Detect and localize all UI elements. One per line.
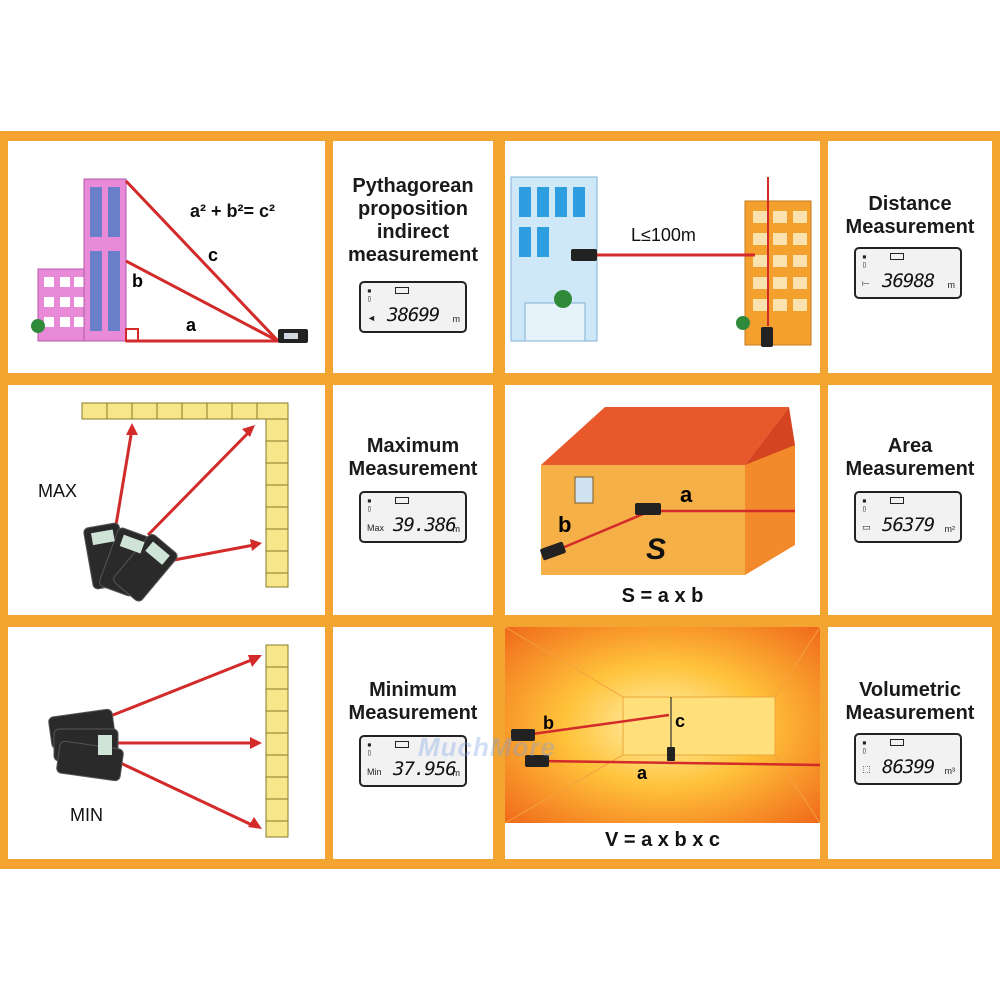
label-s: S	[646, 533, 667, 566]
lcd-prefix: ◄	[367, 313, 376, 323]
lcd-unit: m	[947, 280, 956, 290]
lcd-reading: 86399	[882, 756, 935, 778]
title-line: Maximum	[366, 435, 460, 457]
distance-illustration: L≤100m	[505, 141, 820, 373]
lcd-reading: 56379	[882, 514, 935, 536]
area-title: Area Measurement	[828, 435, 992, 481]
title-line: Distance	[868, 193, 952, 215]
minimum-title: Minimum Measurement	[333, 679, 493, 725]
lcd-display: ▪▯ ▭ 56379 m²	[854, 491, 962, 543]
lcd-prefix: ⬚	[862, 764, 871, 774]
lcd-unit: m	[452, 768, 461, 778]
battery-icon	[890, 497, 904, 504]
mode-label: MAX	[38, 481, 78, 501]
lcd-mode-icon: ▪▯	[367, 496, 372, 513]
pythagorean-title: Pythagorean proposition indirect measure…	[333, 175, 493, 267]
maximum-illustration: MAX	[8, 385, 325, 615]
battery-icon	[890, 253, 904, 260]
lcd-mode-icon: ▪▯	[862, 496, 867, 513]
lcd-prefix: Min	[367, 767, 382, 777]
area-panel: Area Measurement ▪▯ ▭ 56379 m²	[828, 385, 992, 615]
title-line: Measurement	[845, 216, 975, 238]
minimum-panel: Minimum Measurement ▪▯ Min 37.956 m	[333, 627, 493, 859]
title-line: measurement	[347, 244, 479, 266]
lcd-display: ▪▯ Min 37.956 m	[359, 735, 467, 787]
label-a: a	[637, 763, 648, 783]
lcd-display: ▪▯ Max 39.386 m	[359, 491, 467, 543]
lcd-prefix: Max	[367, 523, 385, 533]
volumetric-panel: Volumetric Measurement ▪▯ ⬚ 86399 m³	[828, 627, 992, 859]
lcd-unit: m²	[944, 524, 956, 534]
mode-label: MIN	[70, 805, 103, 825]
title-line: Measurement	[348, 702, 478, 724]
lcd-reading: 38699	[387, 304, 440, 326]
lcd-mode-icon: ▪▯	[367, 286, 372, 303]
lcd-unit: m	[452, 314, 461, 324]
distance-title: Distance Measurement	[828, 193, 992, 239]
watermark: MuchMore	[418, 732, 556, 762]
label-b: b	[132, 271, 143, 291]
lcd-display: ▪▯ ◄ 38699 m	[359, 281, 467, 333]
label-b: b	[543, 713, 554, 733]
lcd-mode-icon: ▪▯	[367, 740, 372, 757]
lcd-mode-icon: ▪▯	[862, 252, 867, 269]
battery-icon	[395, 497, 409, 504]
title-line: indirect	[376, 221, 450, 243]
maximum-title: Maximum Measurement	[333, 435, 493, 481]
lcd-unit: m	[452, 524, 461, 534]
battery-icon	[395, 741, 409, 748]
lcd-prefix: ▭	[862, 522, 871, 532]
lcd-reading: 37.956	[393, 758, 457, 780]
label-c: c	[208, 245, 219, 265]
lcd-reading: 39.386	[393, 514, 457, 536]
lcd-display: ▪▯ ⬚ 86399 m³	[854, 733, 962, 785]
volumetric-illustration: b c a V = a x b x c	[505, 627, 820, 859]
area-illustration: a b S S = a x b	[505, 385, 820, 615]
label-b: b	[558, 512, 572, 537]
volumetric-title: Volumetric Measurement	[828, 679, 992, 725]
battery-icon	[395, 287, 409, 294]
distance-panel: Distance Measurement ▪▯ ⟝ 36988 m	[828, 141, 992, 373]
pythagorean-illustration: a² + b²= c² c b a	[8, 141, 325, 373]
lcd-reading: 36988	[882, 270, 935, 292]
label-a: a	[186, 315, 197, 335]
title-line: Measurement	[845, 702, 975, 724]
title-line: Volumetric	[859, 679, 961, 701]
title-line: Measurement	[845, 458, 975, 480]
minimum-illustration: MIN	[8, 627, 325, 859]
lcd-unit: m³	[944, 766, 956, 776]
pythagorean-panel: Pythagorean proposition indirect measure…	[333, 141, 493, 373]
battery-icon	[890, 739, 904, 746]
area-formula: S = a x b	[621, 585, 704, 607]
label-a: a	[680, 482, 693, 507]
range-label: L≤100m	[631, 225, 696, 245]
maximum-panel: Maximum Measurement ▪▯ Max 39.386 m	[333, 385, 493, 615]
title-line: Measurement	[348, 458, 478, 480]
title-line: Pythagorean	[352, 175, 474, 197]
lcd-display: ▪▯ ⟝ 36988 m	[854, 247, 962, 299]
lcd-mode-icon: ▪▯	[862, 738, 867, 755]
title-line: Minimum	[369, 679, 457, 701]
volume-formula: V = a x b x c	[604, 829, 721, 851]
title-line: Area	[887, 435, 933, 457]
lcd-prefix: ⟝	[862, 278, 870, 288]
label-c: c	[675, 711, 686, 731]
title-line: proposition	[358, 198, 468, 220]
formula-label: a² + b²= c²	[190, 201, 276, 221]
